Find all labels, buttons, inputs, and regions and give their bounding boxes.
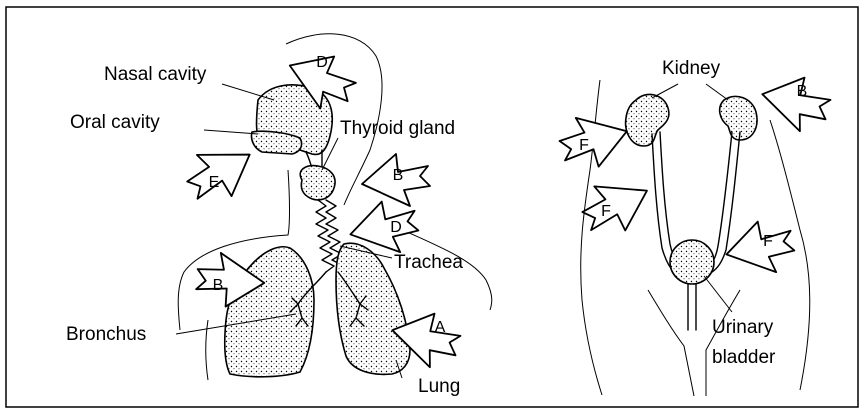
arrow-oral (179, 135, 263, 211)
label-thyroid-gland: Thyroid gland (340, 118, 455, 139)
arrow-letter-kidney-left: F (579, 137, 589, 154)
arrow-ureter (576, 170, 658, 242)
label-bronchus: Bronchus (66, 324, 146, 345)
label-nasal-cavity: Nasal cavity (104, 64, 207, 85)
arrow-letter-thyroid: B (393, 167, 404, 184)
right-ureter (706, 132, 732, 268)
arrow-letter-nasal: D (316, 54, 328, 71)
arrow-letter-bronchus: B (213, 277, 224, 294)
left-kidney-shape (626, 94, 669, 146)
arrow-letter-kidney-right: B (797, 83, 808, 100)
arrow-kidney-right (755, 66, 837, 138)
right-kidney-shape (720, 96, 757, 140)
label-kidney: Kidney (662, 58, 721, 79)
trachea-shape (316, 200, 334, 272)
label-oral-cavity: Oral cavity (70, 112, 160, 133)
arrow-letter-oral: E (209, 174, 220, 191)
arrow-kidney-left (556, 110, 632, 173)
arrow-letter-bladder: F (763, 233, 773, 250)
arrow-letter-lung: A (435, 319, 446, 336)
label-trachea: Trachea (394, 252, 463, 273)
urinary-bladder-shape (670, 240, 714, 284)
arrow-letter-ureter: F (601, 203, 611, 220)
thyroid-gland-shape (300, 166, 335, 200)
arrow-bladder (724, 219, 796, 277)
arrow-letter-trachea: D (390, 219, 402, 236)
label-bladder: bladder (712, 347, 776, 368)
left-ureter (652, 134, 674, 272)
label-urinary: Urinary (712, 317, 774, 338)
label-lung: Lung (418, 376, 460, 397)
